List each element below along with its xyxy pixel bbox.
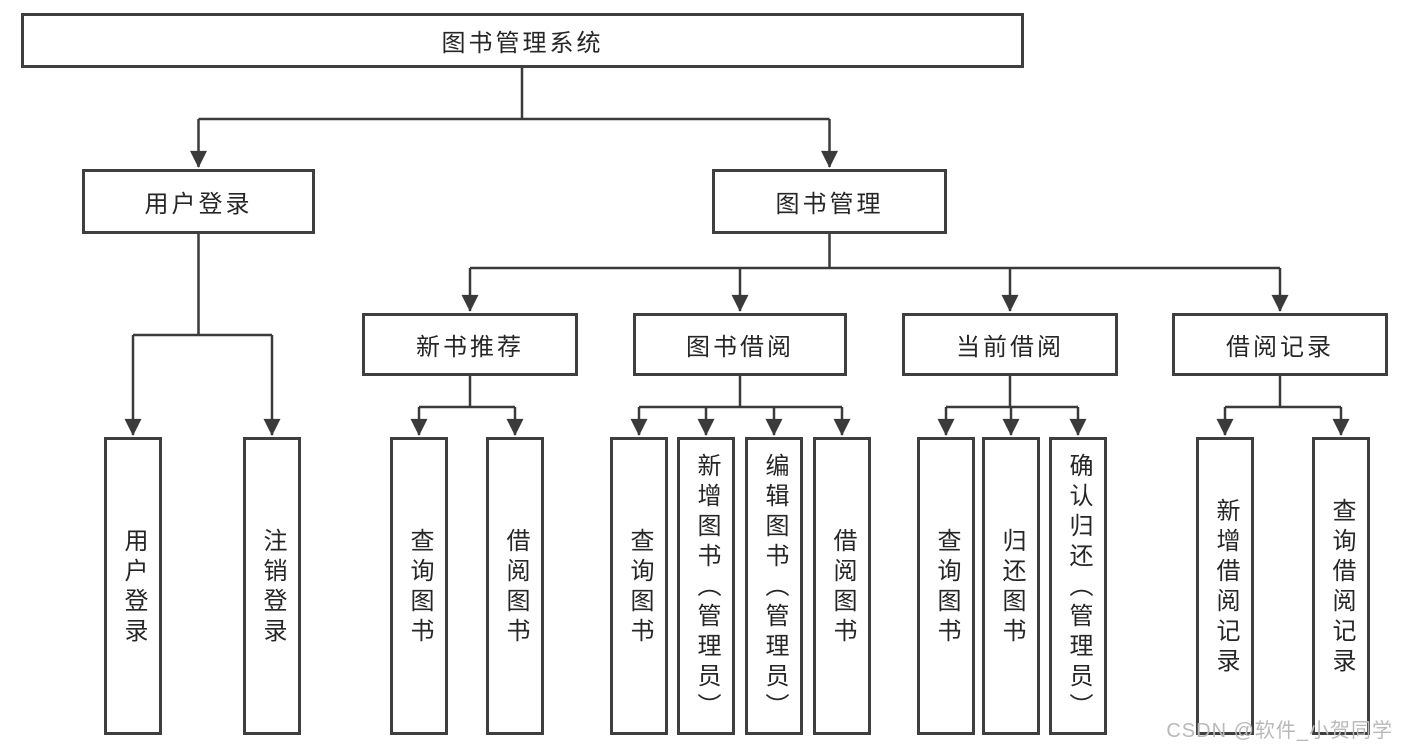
leaf-borrow-books: 借阅图书	[813, 437, 871, 735]
leaf-current-query-books: 查询图书	[917, 437, 975, 735]
csdn-watermark: CSDN @软件_小贺同学	[1166, 720, 1393, 742]
node-book-borrowing: 图书借阅	[633, 313, 847, 376]
node-current-borrowing: 当前借阅	[902, 313, 1118, 376]
leaf-confirm-return-admin: 确认归还（管理员）	[1049, 437, 1107, 735]
leaf-borrow-query-books: 查询图书	[610, 437, 668, 735]
leaf-add-borrow-record: 新增借阅记录	[1196, 437, 1254, 735]
leaf-edit-books-admin: 编辑图书（管理员）	[745, 437, 803, 735]
node-user-login: 用户登录	[82, 169, 315, 234]
node-book-management: 图书管理	[712, 169, 947, 234]
leaf-logout: 注销登录	[243, 437, 301, 735]
leaf-rec-borrow-books: 借阅图书	[486, 437, 544, 735]
leaf-add-books-admin: 新增图书（管理员）	[677, 437, 735, 735]
leaf-query-borrow-record: 查询借阅记录	[1312, 437, 1370, 735]
leaf-return-books: 归还图书	[982, 437, 1040, 735]
leaf-user-login: 用户登录	[104, 437, 162, 735]
leaf-rec-query-books: 查询图书	[390, 437, 448, 735]
node-library-system: 图书管理系统	[21, 13, 1024, 68]
node-borrow-records: 借阅记录	[1172, 313, 1388, 376]
node-new-book-recommend: 新书推荐	[362, 313, 578, 376]
